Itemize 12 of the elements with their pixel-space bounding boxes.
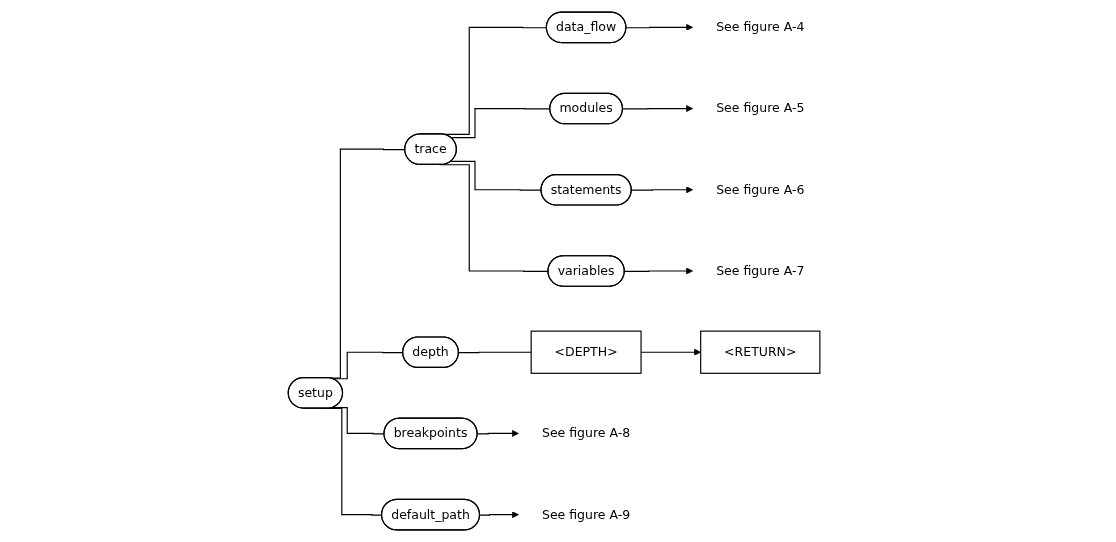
- node-box: <RETURN>: [700, 330, 821, 374]
- connector: [458, 351, 532, 354]
- node-box: <DEPTH>: [530, 330, 642, 374]
- arrow: [479, 511, 519, 519]
- node-text: See figure A-4: [716, 19, 805, 35]
- arrow: [622, 105, 693, 112]
- node-text: See figure A-6: [716, 181, 805, 197]
- node-text: See figure A-7: [716, 263, 805, 279]
- node-text: See figure A-8: [541, 425, 631, 441]
- node-text: See figure A-5: [716, 100, 805, 116]
- node-text: See figure A-9: [541, 506, 631, 522]
- arrow: [625, 23, 693, 31]
